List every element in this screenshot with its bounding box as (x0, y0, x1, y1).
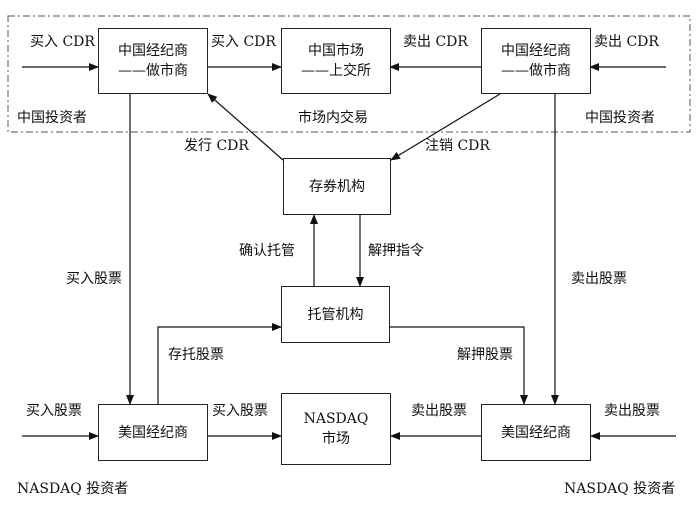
cn-broker-left-line1: 中国经纪商 (118, 43, 188, 59)
cn-broker-right-box: 中国经纪商 ——做市商 (481, 28, 591, 94)
label-sell-stock-in: 卖出股票 (604, 403, 660, 419)
us-broker-left-box: 美国经纪商 (98, 404, 208, 461)
cn-broker-right-line1: 中国经纪商 (501, 43, 571, 59)
label-release-instruction: 解押指令 (368, 243, 424, 259)
label-buy-cdr-in: 买入 CDR (30, 34, 95, 50)
label-in-market-trading: 市场内交易 (298, 110, 368, 126)
us-broker-right-label: 美国经纪商 (501, 424, 571, 441)
label-cn-investor-right: 中国投资者 (585, 110, 655, 126)
label-buy-stock-left: 买入股票 (66, 271, 122, 287)
label-confirm-custody: 确认托管 (239, 243, 295, 259)
nasdaq-line2: 市场 (322, 431, 350, 447)
label-release-stock: 解押股票 (457, 347, 513, 363)
label-cn-investor-left: 中国投资者 (17, 110, 87, 126)
label-sell-cdr-mid: 卖出 CDR (403, 34, 468, 50)
label-sell-stock-right: 卖出股票 (571, 271, 627, 287)
label-sell-cdr-in: 卖出 CDR (594, 34, 659, 50)
arrow-cancel-cdr (390, 93, 501, 161)
us-broker-left-label: 美国经纪商 (118, 424, 188, 441)
label-deposit-stock: 存托股票 (168, 347, 224, 363)
custodian-label: 托管机构 (307, 306, 364, 323)
china-market-region (7, 15, 691, 133)
label-nasdaq-investor-right: NASDAQ 投资者 (564, 481, 676, 497)
us-broker-right-box: 美国经纪商 (481, 404, 591, 461)
label-issue-cdr: 发行 CDR (184, 138, 249, 154)
label-buy-cdr-mid: 买入 CDR (211, 34, 276, 50)
cn-broker-left-box: 中国经纪商 ——做市商 (98, 28, 208, 94)
cn-market-box: 中国市场 ——上交所 (281, 28, 391, 94)
label-sell-stock-mid: 卖出股票 (411, 403, 467, 419)
cn-broker-right-line2: ——做市商 (501, 63, 571, 79)
cn-broker-left-line2: ——做市商 (118, 63, 188, 79)
cn-market-line2: ——上交所 (301, 63, 371, 79)
arrow-issue-cdr (207, 93, 284, 161)
depository-label: 存券机构 (309, 178, 365, 195)
depository-box: 存券机构 (283, 158, 391, 215)
label-buy-stock-in: 买入股票 (26, 403, 82, 419)
nasdaq-line1: NASDAQ (303, 411, 369, 427)
nasdaq-box: NASDAQ 市场 (281, 393, 391, 465)
arrow-release-stock (390, 326, 528, 405)
label-buy-stock-mid: 买入股票 (212, 403, 268, 419)
label-cancel-cdr: 注销 CDR (425, 138, 490, 154)
custodian-box: 托管机构 (281, 286, 390, 343)
arrow-deposit-stock (157, 323, 282, 406)
cn-market-line1: 中国市场 (308, 43, 364, 59)
label-nasdaq-investor-left: NASDAQ 投资者 (17, 481, 129, 497)
